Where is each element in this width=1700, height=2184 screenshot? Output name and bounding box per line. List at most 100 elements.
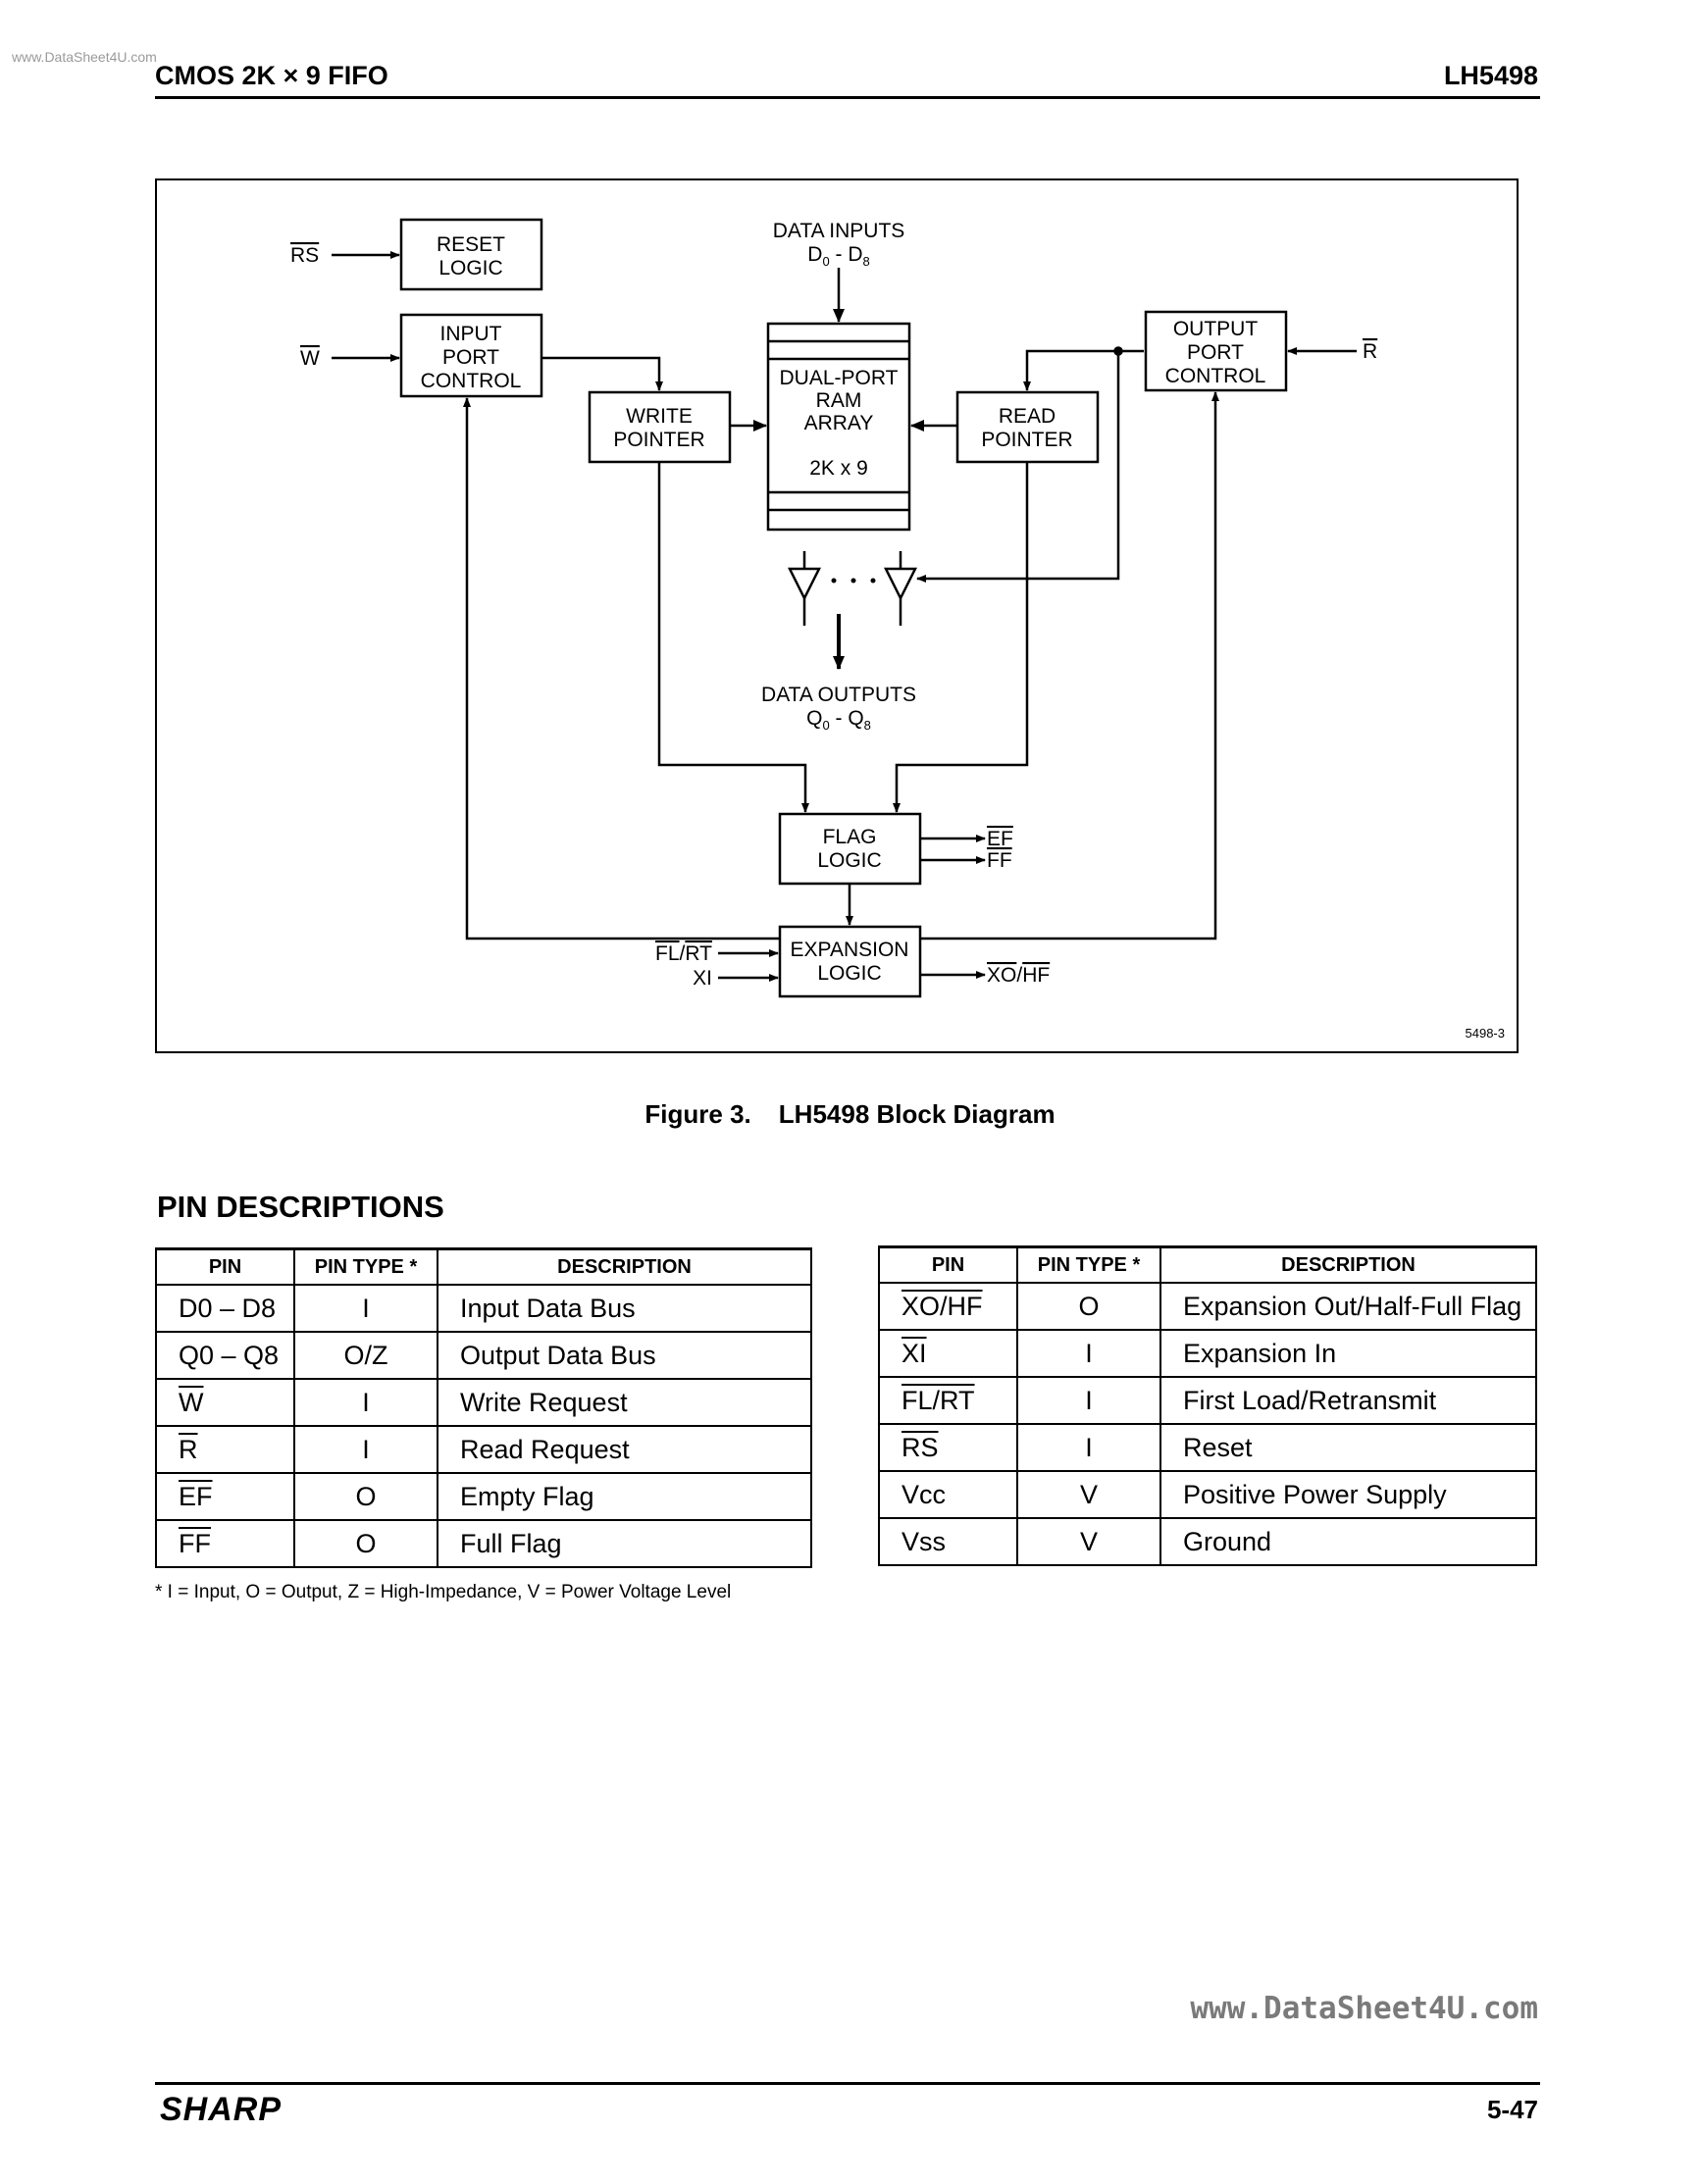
pin-description: Expansion In (1159, 1329, 1537, 1378)
pin-name: Vcc (878, 1470, 1018, 1519)
pin-name: XO/HF (878, 1282, 1018, 1331)
brand-logo: SHARP (160, 2091, 283, 2128)
ram-label-3: ARRAY (804, 412, 874, 434)
table-row: XI I Expansion In (878, 1329, 1537, 1378)
data-inputs-label: DATA INPUTS (773, 220, 905, 242)
figure-caption: Figure 3. LH5498 Block Diagram (0, 1099, 1700, 1130)
pin-name: XI (878, 1329, 1018, 1378)
pin-table-right: PIN PIN TYPE * DESCRIPTION XO/HF O Expan… (878, 1245, 1537, 1566)
output-port-label-1: OUTPUT (1173, 318, 1259, 340)
table-row: EF O Empty Flag (155, 1472, 812, 1521)
reset-logic-block (399, 218, 543, 291)
pin-name: Q0 – Q8 (155, 1331, 295, 1380)
ff-signal-label: FF (987, 849, 1012, 872)
page-number: 5-47 (1486, 2095, 1538, 2124)
pin-description: First Load/Retransmit (1159, 1376, 1537, 1425)
pin-description: Read Request (437, 1425, 812, 1474)
pin-type: I (293, 1284, 438, 1333)
input-port-label-3: CONTROL (421, 370, 522, 392)
watermark-bottom: www.DataSheet4U.com (1190, 1991, 1538, 2026)
input-port-control-block (399, 313, 543, 398)
pin-type: O (293, 1519, 438, 1568)
pin-description: Reset (1159, 1423, 1537, 1472)
pin-description: Write Request (437, 1378, 812, 1427)
pin-name: FL/RT (878, 1376, 1018, 1425)
pin-name: FF (155, 1519, 295, 1568)
table-row: RS I Reset (878, 1423, 1537, 1472)
table-row: Q0 – Q8 O/Z Output Data Bus (155, 1331, 812, 1380)
document-title: CMOS 2K × 9 FIFO (155, 61, 388, 90)
data-outputs-label: DATA OUTPUTS (761, 684, 916, 706)
flag-logic-label-1: FLAG (823, 826, 877, 848)
table-row: XO/HF O Expansion Out/Half-Full Flag (878, 1282, 1537, 1331)
flag-logic-label-2: LOGIC (817, 849, 881, 872)
table-footnote: * I = Input, O = Output, Z = High-Impeda… (155, 1582, 732, 1602)
input-port-label-1: INPUT (440, 323, 502, 345)
data-outputs-range: Q0 - Q8 (806, 707, 871, 733)
r-signal-label: R (1363, 340, 1377, 363)
column-header-description: DESCRIPTION (1159, 1245, 1537, 1284)
read-pointer-label-1: READ (999, 405, 1056, 428)
section-title: PIN DESCRIPTIONS (157, 1190, 444, 1224)
pin-name: W (155, 1378, 295, 1427)
watermark-top: www.DataSheet4U.com (12, 49, 157, 65)
pin-description: Empty Flag (437, 1472, 812, 1521)
footer-rule (155, 2082, 1540, 2085)
output-port-label-3: CONTROL (1165, 365, 1266, 387)
pin-name: D0 – D8 (155, 1284, 295, 1333)
column-header-description: DESCRIPTION (437, 1247, 812, 1286)
part-number: LH5498 (1443, 61, 1538, 90)
pin-description: Expansion Out/Half-Full Flag (1159, 1282, 1537, 1331)
pin-type: O (1016, 1282, 1161, 1331)
rs-signal-label: RS (290, 244, 319, 267)
table-row: R I Read Request (155, 1425, 812, 1474)
pin-type: I (1016, 1423, 1161, 1472)
pin-description: Output Data Bus (437, 1331, 812, 1380)
table-row: FL/RT I First Load/Retransmit (878, 1376, 1537, 1425)
pin-type: I (1016, 1376, 1161, 1425)
header-rule (155, 96, 1540, 99)
figure-frame (155, 178, 1519, 1053)
pin-type: I (293, 1378, 438, 1427)
pin-name: RS (878, 1423, 1018, 1472)
column-header-pin: PIN (155, 1247, 295, 1286)
write-pointer-label-1: WRITE (626, 405, 693, 428)
block-diagram: RESET LOGIC INPUT PORT CONTROL WRITE POI… (290, 218, 1505, 1041)
pin-description: Input Data Bus (437, 1284, 812, 1333)
ef-signal-label: EF (987, 828, 1013, 850)
column-header-pin: PIN (878, 1245, 1018, 1284)
table-row: D0 – D8 I Input Data Bus (155, 1284, 812, 1333)
figure-number: Figure 3. (644, 1099, 751, 1129)
pin-type: V (1016, 1517, 1161, 1566)
pin-description: Positive Power Supply (1159, 1470, 1537, 1519)
table-row: W I Write Request (155, 1378, 812, 1427)
input-port-label-2: PORT (442, 346, 499, 369)
w-signal-label: W (300, 347, 320, 370)
column-header-pin-type: PIN TYPE * (1016, 1245, 1161, 1284)
figure-id: 5498-3 (1466, 1026, 1505, 1041)
reset-logic-label-1: RESET (437, 233, 505, 256)
output-port-label-2: PORT (1187, 341, 1244, 364)
expansion-logic-label-1: EXPANSION (791, 939, 909, 961)
output-port-control-block (1144, 310, 1288, 392)
pin-description: Full Flag (437, 1519, 812, 1568)
xi-signal-label: XI (693, 967, 712, 990)
pin-type: O (293, 1472, 438, 1521)
ram-label-4: 2K x 9 (809, 457, 868, 480)
table-row: Vcc V Positive Power Supply (878, 1470, 1537, 1519)
fl-rt-signal-label: FL/RT (655, 942, 712, 965)
pin-type: I (1016, 1329, 1161, 1378)
figure-title: LH5498 Block Diagram (778, 1099, 1056, 1129)
expansion-logic-block (778, 925, 922, 998)
pin-type: V (1016, 1470, 1161, 1519)
ram-label-2: RAM (816, 389, 862, 412)
pin-name: Vss (878, 1517, 1018, 1566)
ram-label-1: DUAL-PORT (780, 367, 899, 389)
ram-array-block (766, 322, 911, 532)
pin-table-left: PIN PIN TYPE * DESCRIPTION D0 – D8 I Inp… (155, 1247, 812, 1568)
table-row: Vss V Ground (878, 1517, 1537, 1566)
reset-logic-label-2: LOGIC (438, 257, 502, 279)
table-row: FF O Full Flag (155, 1519, 812, 1568)
xo-hf-signal-label: XO/HF (987, 964, 1050, 987)
data-inputs-range: D0 - D8 (807, 243, 869, 269)
